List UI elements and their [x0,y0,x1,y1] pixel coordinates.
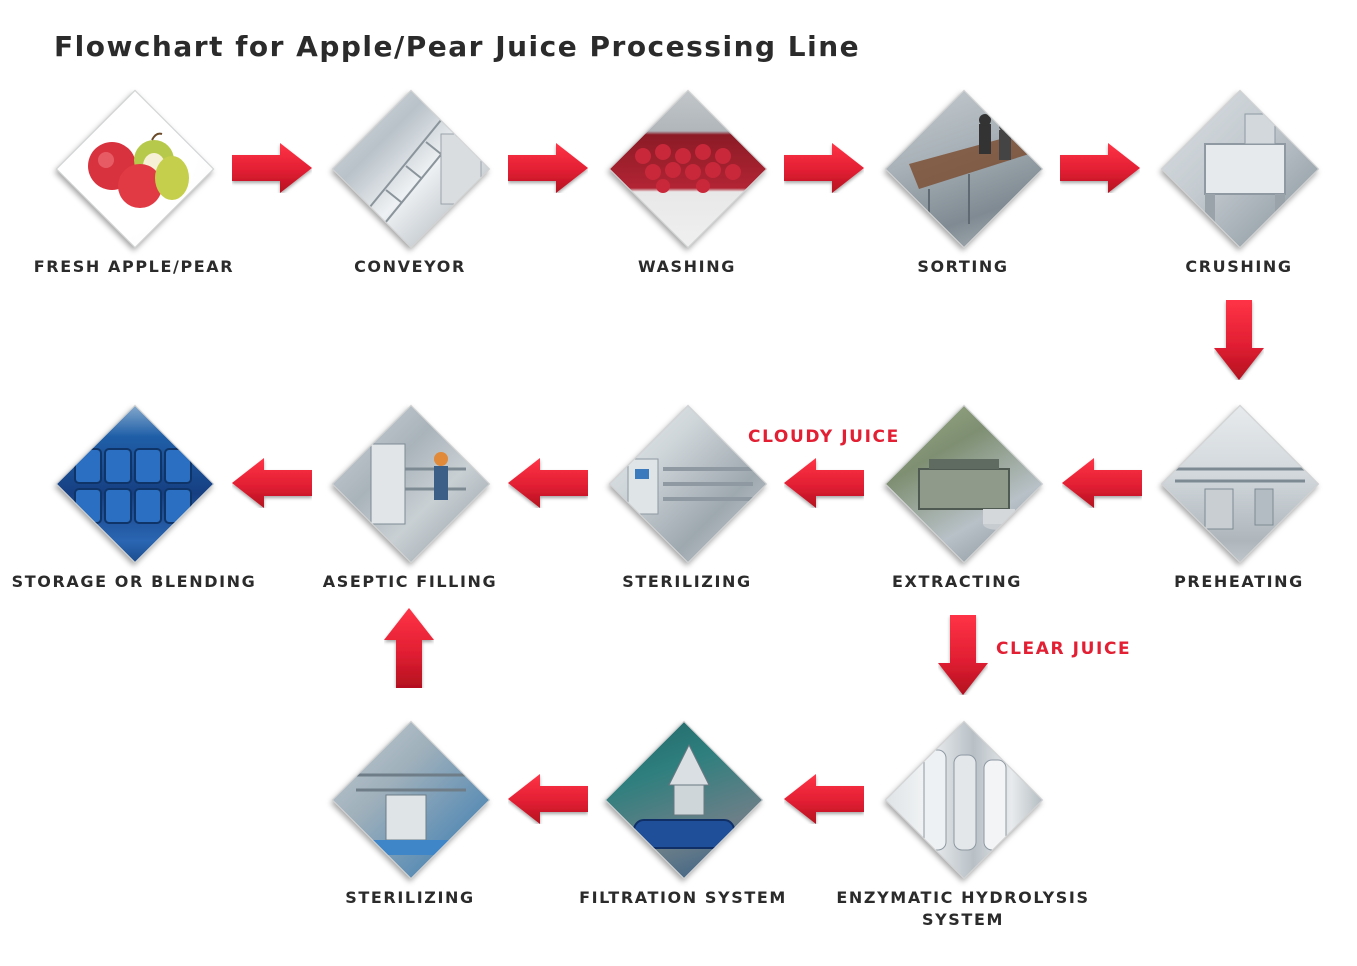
label-enzymatic-line-1: ENZYMATIC HYDROLYSIS [836,888,1090,907]
label-filtration-system: FILTRATION SYSTEM [579,888,787,907]
crushing-photo [1160,89,1320,249]
arrow-up-sterilizing-to-aseptic [384,608,434,688]
arrow-right-fresh-to-conveyor [232,143,312,193]
label-preheating: PREHEATING [1174,572,1304,591]
arrow-down-extracting-to-enzymatic [938,615,988,695]
node-fresh-apple-pear [55,89,215,249]
extracting-photo [884,404,1044,564]
label-conveyor: CONVEYOR [354,257,466,276]
arrow-left-extracting-to-sterilizing [784,458,864,508]
label-washing: WASHING [638,257,736,276]
arrow-left-aseptic-to-storage [232,458,312,508]
sterilizing-cloudy-photo [608,404,768,564]
node-extracting [884,404,1044,564]
label-crushing: CRUSHING [1185,257,1293,276]
preheating-photo [1160,404,1320,564]
node-enzymatic-hydrolysis-system [884,720,1044,880]
node-sorting [884,89,1044,249]
arrow-right-washing-to-sorting [784,143,864,193]
node-preheating [1160,404,1320,564]
filtration-system-photo [604,720,764,880]
arrow-left-enzymatic-to-filtration [784,774,864,824]
arrow-right-sorting-to-crushing [1060,143,1140,193]
node-crushing [1160,89,1320,249]
node-filtration-system [604,720,764,880]
node-aseptic-filling [331,404,491,564]
page-title: Flowchart for Apple/Pear Juice Processin… [54,30,861,63]
sorting-photo [884,89,1044,249]
label-enzymatic-line-2: SYSTEM [922,910,1004,929]
arrow-left-preheating-to-extracting [1062,458,1142,508]
node-sterilizing-clear [331,720,491,880]
arrow-down-crushing-to-preheating [1214,300,1264,380]
node-storage-or-blending [55,404,215,564]
arrow-left-sterilizing-to-aseptic [508,458,588,508]
branch-label-clear-juice: CLEAR JUICE [996,639,1132,659]
label-extracting: EXTRACTING [891,572,1022,591]
enzymatic-hydrolysis-photo [884,720,1044,880]
sterilizing-clear-photo [331,720,491,880]
node-conveyor [331,89,491,249]
label-storage-or-blending: STORAGE OR BLENDING [11,572,257,591]
arrow-right-conveyor-to-washing [508,143,588,193]
storage-or-blending-photo [55,404,215,564]
arrow-left-filtration-to-sterilizing [508,774,588,824]
label-aseptic-filling: ASEPTIC FILLING [322,572,498,591]
node-washing [608,89,768,249]
fresh-apple-pear-photo [55,89,215,249]
node-sterilizing-cloudy [608,404,768,564]
label-fresh-apple-pear: FRESH APPLE/PEAR [33,257,235,276]
label-sorting: SORTING [917,257,1009,276]
label-sterilizing-cloudy: STERILIZING [622,572,752,591]
aseptic-filling-photo [331,404,491,564]
washing-photo [608,89,768,249]
label-enzymatic-hydrolysis-system: ENZYMATIC HYDROLYSIS SYSTEM [813,887,1113,931]
branch-label-cloudy-juice: CLOUDY JUICE [748,427,900,447]
label-sterilizing-clear: STERILIZING [345,888,475,907]
conveyor-photo [331,89,491,249]
